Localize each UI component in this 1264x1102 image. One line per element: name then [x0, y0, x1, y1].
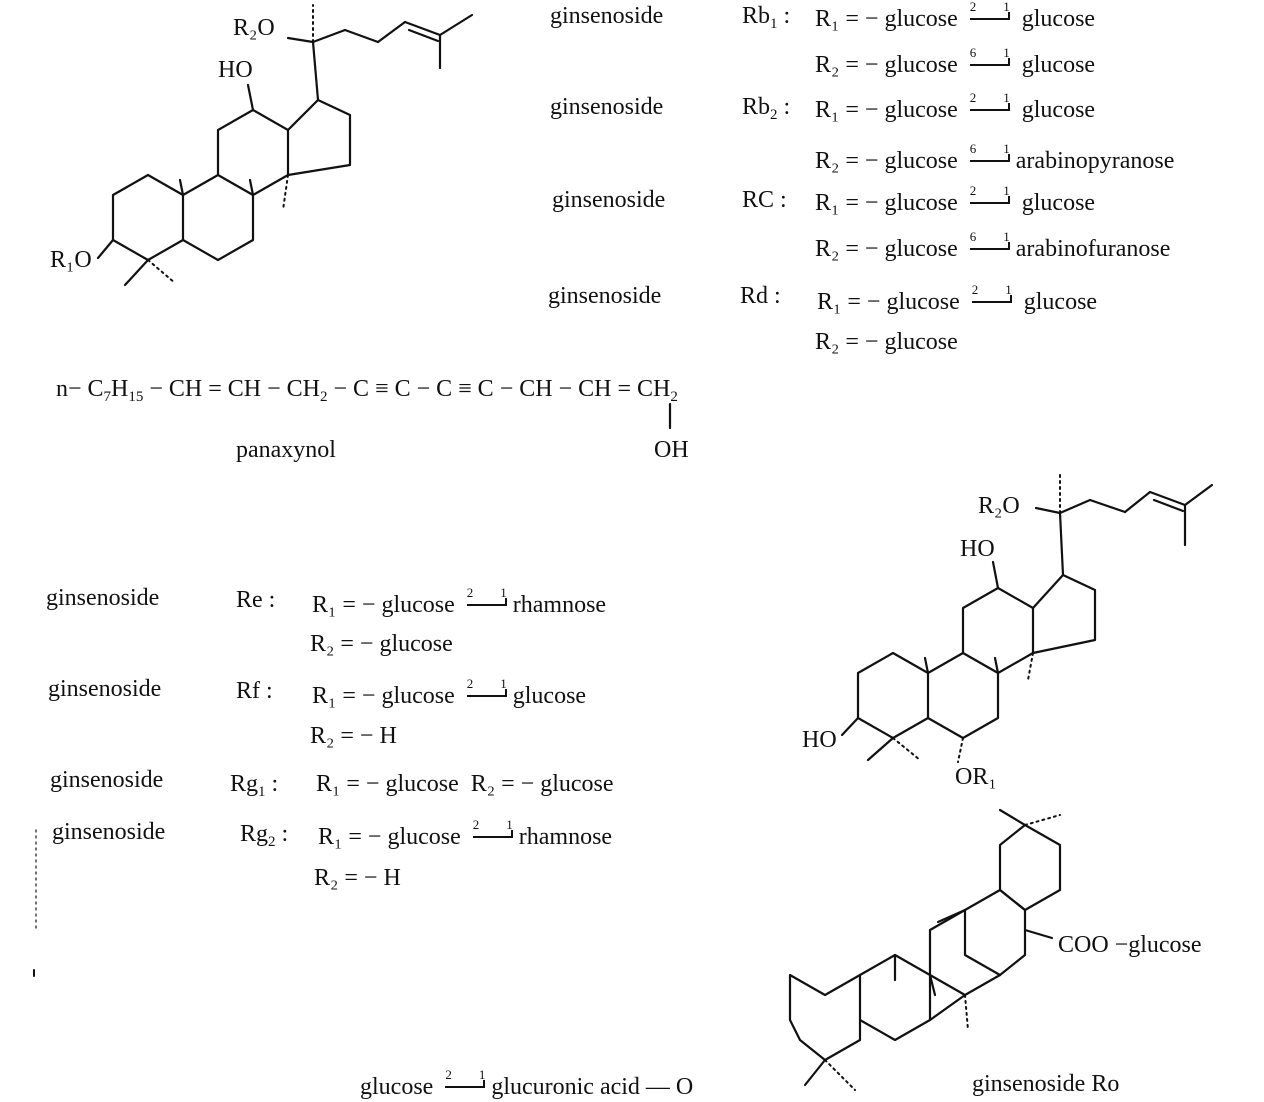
- dammarane-structure-1: [96, 4, 474, 287]
- panaxynol-oh-bond: [668, 402, 672, 430]
- r1o-label-1: R₁O: [50, 247, 92, 273]
- coo-glucose-label: COO −glucose: [1058, 932, 1202, 958]
- table1-label: ginsenoside: [552, 187, 666, 213]
- table1-r2: R₂ = − glucose: [815, 329, 958, 355]
- table1-code: Rd :: [740, 283, 781, 309]
- table2-label: ginsenoside: [50, 767, 164, 793]
- margin-mark: [33, 829, 37, 977]
- table2-label: ginsenoside: [52, 819, 166, 845]
- panaxynol-formula: n− C7H15 − CH = CH − CH2 − C ≡ C − C ≡ C…: [56, 376, 678, 405]
- table2-label: ginsenoside: [46, 585, 160, 611]
- table2-code: Rf :: [236, 678, 273, 704]
- ho-label-top-2: HO: [960, 536, 995, 562]
- r2o-label-2: R₂O: [978, 493, 1020, 519]
- ginsenoside-ro-name: ginsenoside Ro: [972, 1071, 1120, 1097]
- oleanane-structure: [788, 808, 1062, 1091]
- dammarane-structure-2: [840, 474, 1214, 763]
- table1-label: ginsenoside: [550, 94, 664, 120]
- table2-r2: R₂ = − H: [314, 865, 401, 891]
- table1-code: Rb2 :: [742, 94, 791, 123]
- ho-label-left-2: HO: [802, 727, 837, 753]
- table1-label: ginsenoside: [550, 3, 664, 29]
- table2-code: Rg2 :: [240, 821, 289, 850]
- table2-code: Rg1 :: [230, 771, 279, 800]
- ho-label-1: HO: [218, 57, 253, 83]
- r2o-label-1: R₂O: [233, 15, 275, 41]
- table2-r2: R₂ = − glucose: [310, 631, 453, 657]
- panaxynol-oh: OH: [654, 437, 689, 463]
- table1-code: RC :: [742, 187, 787, 213]
- table2-r1: R₁ = − glucose R₂ = − glucose: [316, 771, 614, 797]
- table2-label: ginsenoside: [48, 676, 162, 702]
- table2-code: Re :: [236, 587, 276, 613]
- table1-label: ginsenoside: [548, 283, 662, 309]
- panaxynol-name: panaxynol: [236, 437, 336, 463]
- or1-label-2: OR₁: [955, 764, 997, 790]
- table1-code: Rb1 :: [742, 3, 791, 32]
- table2-r2: R₂ = − H: [310, 723, 397, 749]
